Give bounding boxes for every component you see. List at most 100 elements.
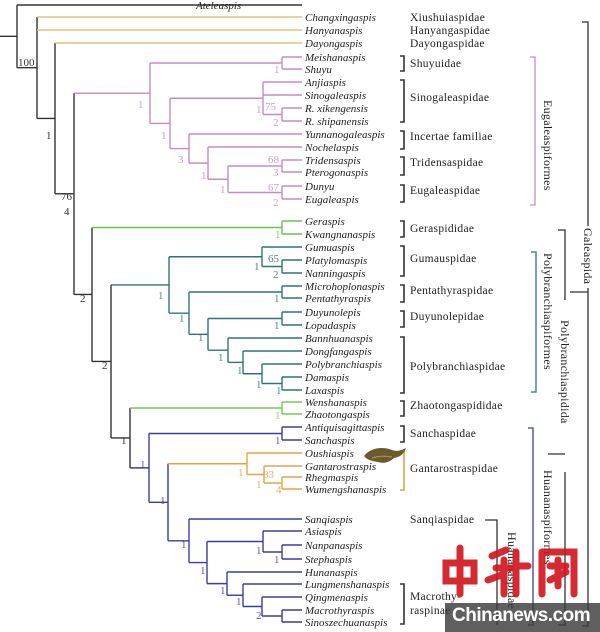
clade-bracket bbox=[530, 56, 536, 206]
family-label: Shuyuidae bbox=[410, 58, 461, 70]
taxon-labels: AteleaspisChangxingaspisHanyanaspisDayon… bbox=[195, 0, 389, 629]
taxon-label: Zhaotongaspis bbox=[305, 409, 370, 421]
family-bracket bbox=[400, 55, 405, 72]
family-label: raspinae bbox=[410, 605, 451, 617]
support-value: 1 bbox=[275, 410, 281, 422]
support-value: 1 bbox=[218, 352, 224, 364]
taxon-label: Damaspis bbox=[304, 372, 349, 384]
support-value: 1 bbox=[198, 332, 204, 344]
family-bracket bbox=[400, 245, 405, 277]
family-labels: XiushuiaspidaeHanyangaspidaeDayongaspida… bbox=[410, 12, 505, 617]
support-value: 83 bbox=[263, 469, 275, 481]
support-value: 1 bbox=[220, 184, 226, 196]
family-bracket bbox=[400, 130, 405, 150]
support-value: 1 bbox=[256, 104, 262, 116]
taxon-label: Qingmenaspis bbox=[305, 592, 368, 604]
taxon-label: Gumuaspis bbox=[305, 242, 355, 254]
support-value: 1 bbox=[140, 459, 146, 471]
taxon-label: Microhoplonaspis bbox=[304, 281, 385, 293]
taxon-label: Oushiaspis bbox=[305, 448, 354, 460]
support-value: 1 bbox=[274, 554, 280, 566]
watermark-chinese-characters bbox=[442, 544, 578, 598]
clade-bracket bbox=[528, 427, 534, 626]
support-value: 1 bbox=[158, 290, 164, 302]
support-value: 2 bbox=[273, 197, 279, 209]
family-label: Xiushuiaspidae bbox=[410, 12, 485, 24]
family-bracket bbox=[400, 220, 405, 238]
family-bracket bbox=[400, 425, 405, 443]
family-label: Gumauspidae bbox=[410, 253, 477, 265]
taxon-label: Stephaspis bbox=[305, 554, 352, 566]
taxon-label: Tridensaspis bbox=[305, 155, 361, 167]
taxon-label: Platylomaspis bbox=[304, 255, 367, 267]
support-value: 1 bbox=[200, 565, 206, 577]
family-bracket bbox=[400, 451, 405, 491]
family-label: Sanqiaspidae bbox=[410, 514, 474, 526]
taxon-label: Dayongaspis bbox=[304, 38, 362, 50]
support-value: 1 bbox=[160, 495, 166, 507]
support-value: 2 bbox=[273, 117, 279, 129]
taxon-label: Nanpanaspis bbox=[304, 540, 362, 552]
clade-label-huananaspiformes: Huananaspiformes bbox=[541, 470, 555, 565]
support-value: 2 bbox=[273, 269, 279, 281]
taxon-label: Bannhuanaspis bbox=[305, 333, 373, 345]
taxon-label: Shuyu bbox=[305, 64, 332, 76]
support-value: 2 bbox=[102, 360, 108, 372]
family-bracket bbox=[400, 336, 405, 394]
taxon-label: Changxingaspis bbox=[305, 12, 376, 24]
watermark-site-text: Chinanews.com bbox=[452, 605, 591, 626]
support-value: 67 bbox=[268, 182, 280, 194]
support-value: 2 bbox=[256, 610, 262, 622]
support-value: 1 bbox=[274, 293, 280, 305]
taxon-label: Wumengshanaspis bbox=[305, 484, 386, 496]
family-bracket bbox=[400, 400, 405, 417]
support-value: 1 bbox=[46, 130, 52, 142]
oushiaspis-fossil-icon bbox=[364, 448, 406, 463]
taxon-label: Gantarostraspis bbox=[305, 461, 376, 473]
support-value: 1 bbox=[138, 99, 144, 111]
taxon-label: Dunyu bbox=[304, 181, 335, 193]
taxon-label: Ateleaspis bbox=[195, 0, 241, 12]
family-bracket bbox=[400, 156, 405, 176]
support-value: 68 bbox=[268, 154, 280, 166]
taxon-label: Meishanaspis bbox=[304, 52, 366, 64]
taxon-label: Lopadaspis bbox=[304, 320, 356, 332]
support-value: 3 bbox=[273, 167, 279, 179]
family-bracket bbox=[400, 284, 405, 303]
taxon-label: Lungmenshanaspis bbox=[304, 579, 389, 591]
support-value: 1 bbox=[256, 479, 262, 491]
family-label: Hanyangaspidae bbox=[410, 25, 490, 37]
taxon-label: Polybranchiaspis bbox=[304, 359, 382, 371]
taxon-label: Asiaspis bbox=[304, 526, 342, 538]
support-value: 1 bbox=[237, 365, 243, 377]
support-value: 4 bbox=[276, 484, 282, 496]
support-value: 2 bbox=[80, 293, 86, 305]
family-label: Zhaotongaspididae bbox=[410, 400, 503, 412]
taxon-label: Kwangnanaspis bbox=[304, 229, 375, 241]
support-value: 1 bbox=[275, 229, 281, 241]
taxon-label: Geraspis bbox=[305, 216, 345, 228]
taxon-label: Pterogonaspis bbox=[304, 167, 368, 179]
support-value: 1 bbox=[256, 379, 262, 391]
taxon-label: Sanqiaspis bbox=[305, 514, 353, 526]
taxon-label: Yunnanogaleaspis bbox=[305, 129, 385, 141]
support-value: 1 bbox=[161, 130, 167, 142]
support-value: 1 bbox=[121, 435, 127, 447]
taxon-label: R. xikengensis bbox=[304, 103, 368, 115]
watermark-banner bbox=[445, 603, 600, 632]
taxon-label: Nochelaspis bbox=[304, 142, 359, 154]
support-value: 1 bbox=[236, 596, 242, 608]
support-value: 1 bbox=[238, 467, 244, 479]
clade-bracket bbox=[485, 519, 498, 625]
clade-label-eugaleaspiformes: Eugaleaspiformes bbox=[541, 100, 555, 191]
family-label: Polybranchiaspidae bbox=[410, 361, 505, 373]
taxon-label: Hunanaspis bbox=[304, 567, 358, 579]
family-label: Duyunolepidae bbox=[410, 311, 484, 323]
tree-branches bbox=[0, 4, 302, 623]
family-bracket bbox=[400, 310, 405, 328]
family-label: Dayongaspidae bbox=[410, 38, 485, 50]
higher-clade-labels: EugaleaspiformesPolybranchiaspiformesHua… bbox=[505, 100, 595, 609]
